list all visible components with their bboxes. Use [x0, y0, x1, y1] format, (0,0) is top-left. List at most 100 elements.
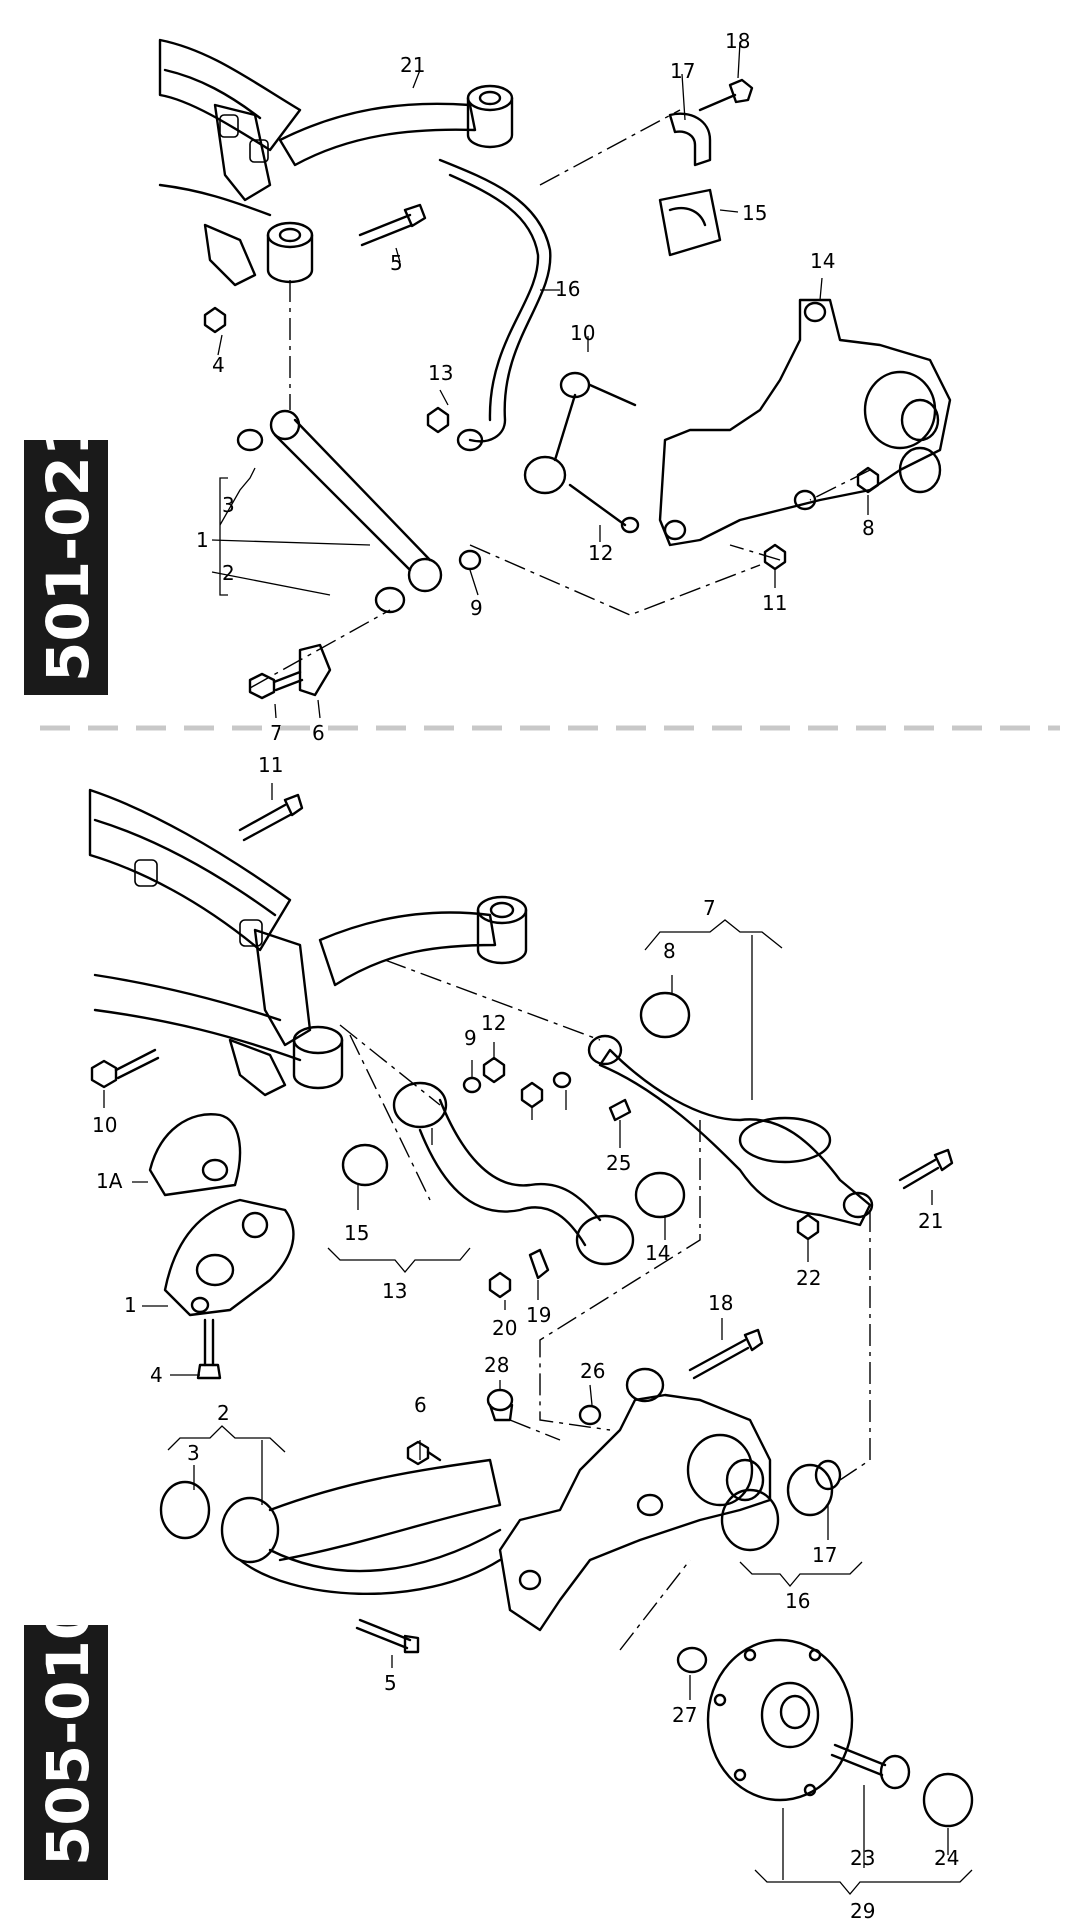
callout-501-14: 14	[810, 249, 835, 273]
bush-28	[486, 1388, 514, 1422]
section-505-010: 1 1A 2 3 4 5 6 7 8 9 10 11 12 13 14 15 1…	[24, 753, 974, 1920]
callout-505-2: 2	[217, 1401, 230, 1425]
callout-505-29: 29	[850, 1899, 875, 1920]
bolt-7-and-plate-6	[248, 643, 332, 700]
hub-bolt-23	[830, 1743, 911, 1790]
bracket-13	[327, 1247, 471, 1274]
callout-505-13: 13	[382, 1279, 407, 1303]
section-code-501-021: 501-021	[34, 416, 102, 682]
stabilizer-bar-16	[438, 158, 552, 452]
callout-501-18: 18	[725, 29, 750, 53]
callout-501-16: 16	[555, 277, 580, 301]
callout-501-17: 17	[670, 59, 695, 83]
coupling-rod-10	[523, 371, 640, 534]
callout-501-6: 6	[312, 721, 325, 745]
callout-501-11: 11	[762, 591, 787, 615]
bracket-7	[644, 919, 783, 1100]
bolt-18	[688, 1328, 764, 1380]
callout-505-7: 7	[703, 896, 716, 920]
nut-11-shape	[763, 543, 787, 571]
callout-505-23: 23	[850, 1846, 875, 1870]
mount-1	[163, 1198, 295, 1317]
lower-control-arm-7	[587, 991, 874, 1227]
callout-501-13: 13	[428, 361, 453, 385]
callout-505-11: 11	[258, 753, 283, 777]
wheel-carrier-2	[498, 1367, 842, 1632]
callout-505-28: 28	[484, 1353, 509, 1377]
callout-505-22: 22	[796, 1266, 821, 1290]
seal-27-shape	[676, 1646, 708, 1674]
callout-501-4: 4	[212, 353, 225, 377]
bracket-1	[219, 477, 228, 596]
callout-505-15: 15	[344, 1221, 369, 1245]
section-code-box-2	[24, 1625, 108, 1880]
nut-13-shape	[426, 406, 450, 434]
callout-501-2: 2	[222, 561, 235, 585]
bolt-4	[196, 1318, 222, 1380]
clamp-17-bushing-15-bolt-18	[658, 78, 754, 257]
assembly-lines-2	[339, 959, 871, 1651]
callout-501-9: 9	[470, 596, 483, 620]
bracket-2	[167, 1425, 286, 1505]
nut-8-shape	[856, 466, 880, 494]
nut-22-shape	[796, 1213, 820, 1241]
callout-501-1: 1	[196, 528, 209, 552]
bracket-16	[739, 1561, 863, 1588]
callout-501-8: 8	[862, 516, 875, 540]
lateral-arm-13	[341, 1081, 686, 1266]
callout-505-9a: 9	[464, 1026, 477, 1050]
wheel-carrier-14	[658, 298, 952, 547]
callout-505-20: 20	[492, 1316, 517, 1340]
callout-505-17: 17	[812, 1543, 837, 1567]
bolt-6	[406, 1440, 442, 1466]
callout-501-10: 10	[570, 321, 595, 345]
callout-505-25: 25	[606, 1151, 631, 1175]
callout-505-8: 8	[663, 939, 676, 963]
section-501-021: 1 2 3 4 5 6 7 8 9 10 11 12 13 14 15 16 1…	[24, 29, 952, 745]
wheel-hub-29	[706, 1638, 854, 1802]
callout-505-3: 3	[187, 1441, 200, 1465]
upper-control-arm-21	[278, 84, 514, 167]
callout-501-3: 3	[222, 493, 235, 517]
bolt-10	[90, 1048, 160, 1089]
mount-1A	[148, 1113, 242, 1197]
nut-20-shape	[488, 1271, 512, 1299]
nut-4-shape	[203, 306, 227, 334]
leader-lines-2	[103, 783, 949, 1868]
subframe-drawing	[158, 38, 302, 287]
callout-505-16: 16	[785, 1589, 810, 1613]
callout-505-4: 4	[150, 1363, 163, 1387]
callout-505-14: 14	[645, 1241, 670, 1265]
plate-19-shape	[528, 1248, 550, 1280]
callout-505-24: 24	[934, 1846, 959, 1870]
callout-501-5: 5	[390, 251, 403, 275]
washer-9-shape	[458, 549, 482, 571]
nut-12b-shape	[520, 1081, 544, 1109]
section-code-box-1	[24, 440, 108, 695]
callout-501-12: 12	[588, 541, 613, 565]
bracket-29	[754, 1808, 973, 1896]
nut-12a-shape	[482, 1056, 506, 1084]
callout-505-5: 5	[384, 1671, 397, 1695]
callout-505-19: 19	[526, 1303, 551, 1327]
callout-505-12a: 12	[481, 1011, 506, 1035]
trailing-arm-2	[159, 1458, 502, 1596]
callout-501-21: 21	[400, 53, 425, 77]
callout-505-18: 18	[708, 1291, 733, 1315]
callout-501-15: 15	[742, 201, 767, 225]
bolt-5	[355, 1618, 420, 1654]
callout-505-10: 10	[92, 1113, 117, 1137]
assembly-lines	[249, 109, 871, 689]
subframe-drawing-2	[88, 788, 312, 1097]
callout-505-26: 26	[580, 1359, 605, 1383]
callout-505-1: 1	[124, 1293, 137, 1317]
washer-9a-shape	[462, 1076, 482, 1094]
upper-control-arm-2	[292, 895, 528, 1090]
callout-501-7: 7	[270, 721, 283, 745]
leader-lines	[211, 41, 869, 719]
section-code-505-010: 505-010	[34, 1600, 102, 1866]
washer-26-shape	[578, 1404, 602, 1426]
callout-505-21: 21	[918, 1209, 943, 1233]
bolt-25-shape	[608, 1098, 632, 1122]
